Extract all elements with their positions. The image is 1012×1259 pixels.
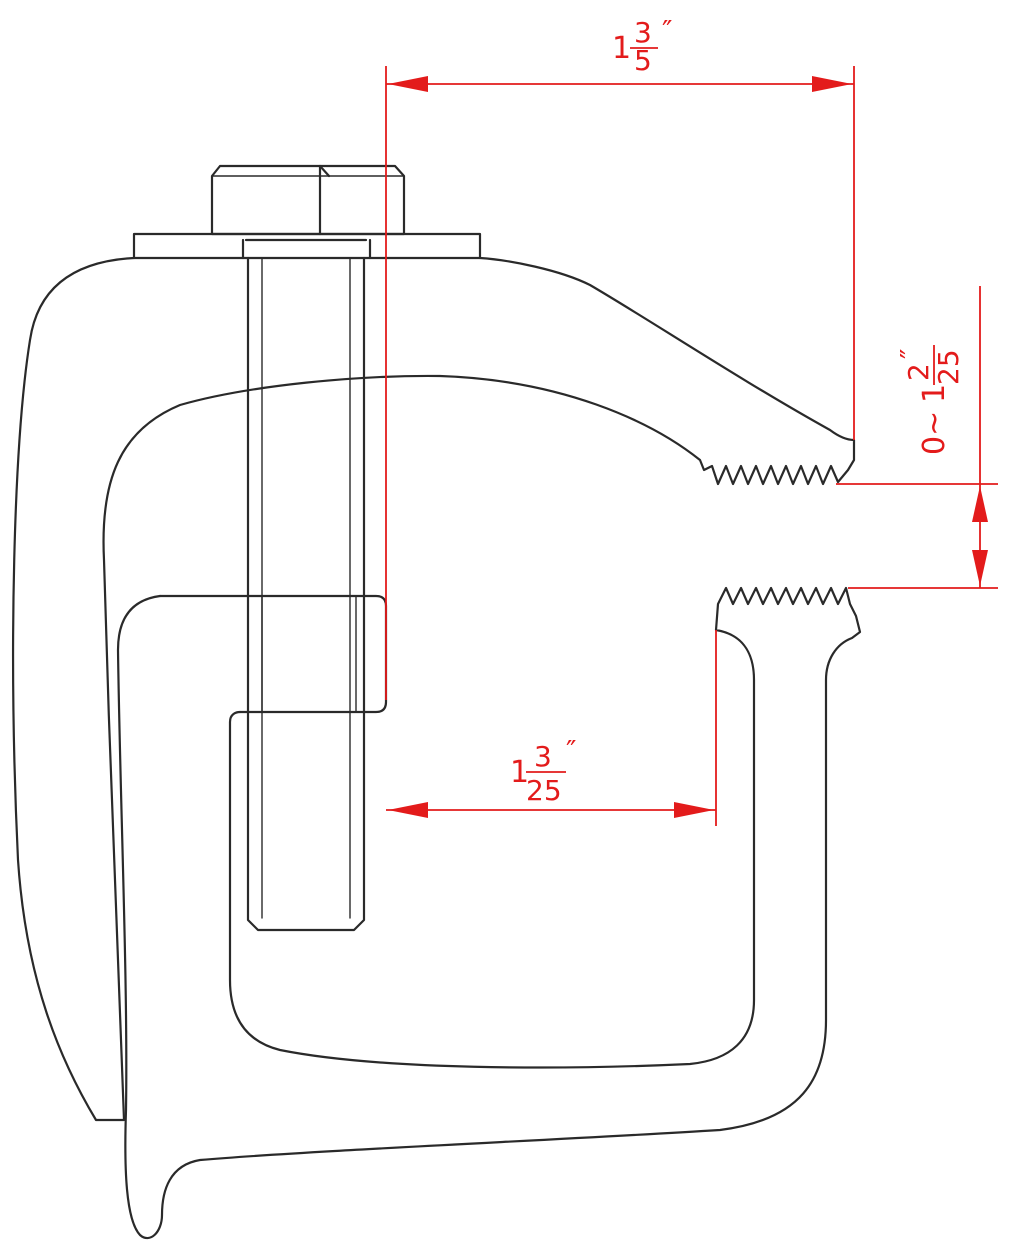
jaw-opening-prefix: 0~ <box>917 411 952 455</box>
inner-reach-numerator: 3 <box>534 740 552 773</box>
arrow-left-lower <box>388 802 428 818</box>
lower-jaw <box>116 586 862 1240</box>
clamp-drawing <box>12 164 862 1240</box>
jaw-opening-unit: ″ <box>894 349 927 359</box>
inner-reach-whole: 1 <box>510 755 529 790</box>
arrow-up <box>972 486 988 522</box>
arrow-right-lower <box>674 802 714 818</box>
inner-reach-unit: ″ <box>566 734 576 767</box>
arrow-left <box>388 76 428 92</box>
top-width-numerator: 3 <box>634 16 652 49</box>
jaw-opening-numerator: 2 <box>902 363 935 381</box>
jaw-opening-whole: 1 <box>917 384 952 403</box>
dimension-top-width: 1 3 5 ″ <box>385 14 855 700</box>
top-width-unit: ″ <box>662 14 672 47</box>
bolt-head <box>210 164 406 236</box>
bolt-shank <box>241 238 372 932</box>
jaw-opening-denominator: 25 <box>932 349 965 385</box>
upper-jaw <box>12 256 856 1122</box>
dimension-jaw-opening: 0~ 1 2 25 ″ <box>836 286 998 589</box>
arrow-down <box>972 550 988 586</box>
threaded-boss <box>158 594 388 714</box>
washer-plate <box>132 232 482 260</box>
arrow-right <box>812 76 852 92</box>
top-width-whole: 1 <box>612 31 631 66</box>
top-width-denominator: 5 <box>634 44 652 77</box>
dimension-inner-reach: 1 3 25 ″ <box>386 630 717 826</box>
inner-reach-denominator: 25 <box>526 774 562 807</box>
